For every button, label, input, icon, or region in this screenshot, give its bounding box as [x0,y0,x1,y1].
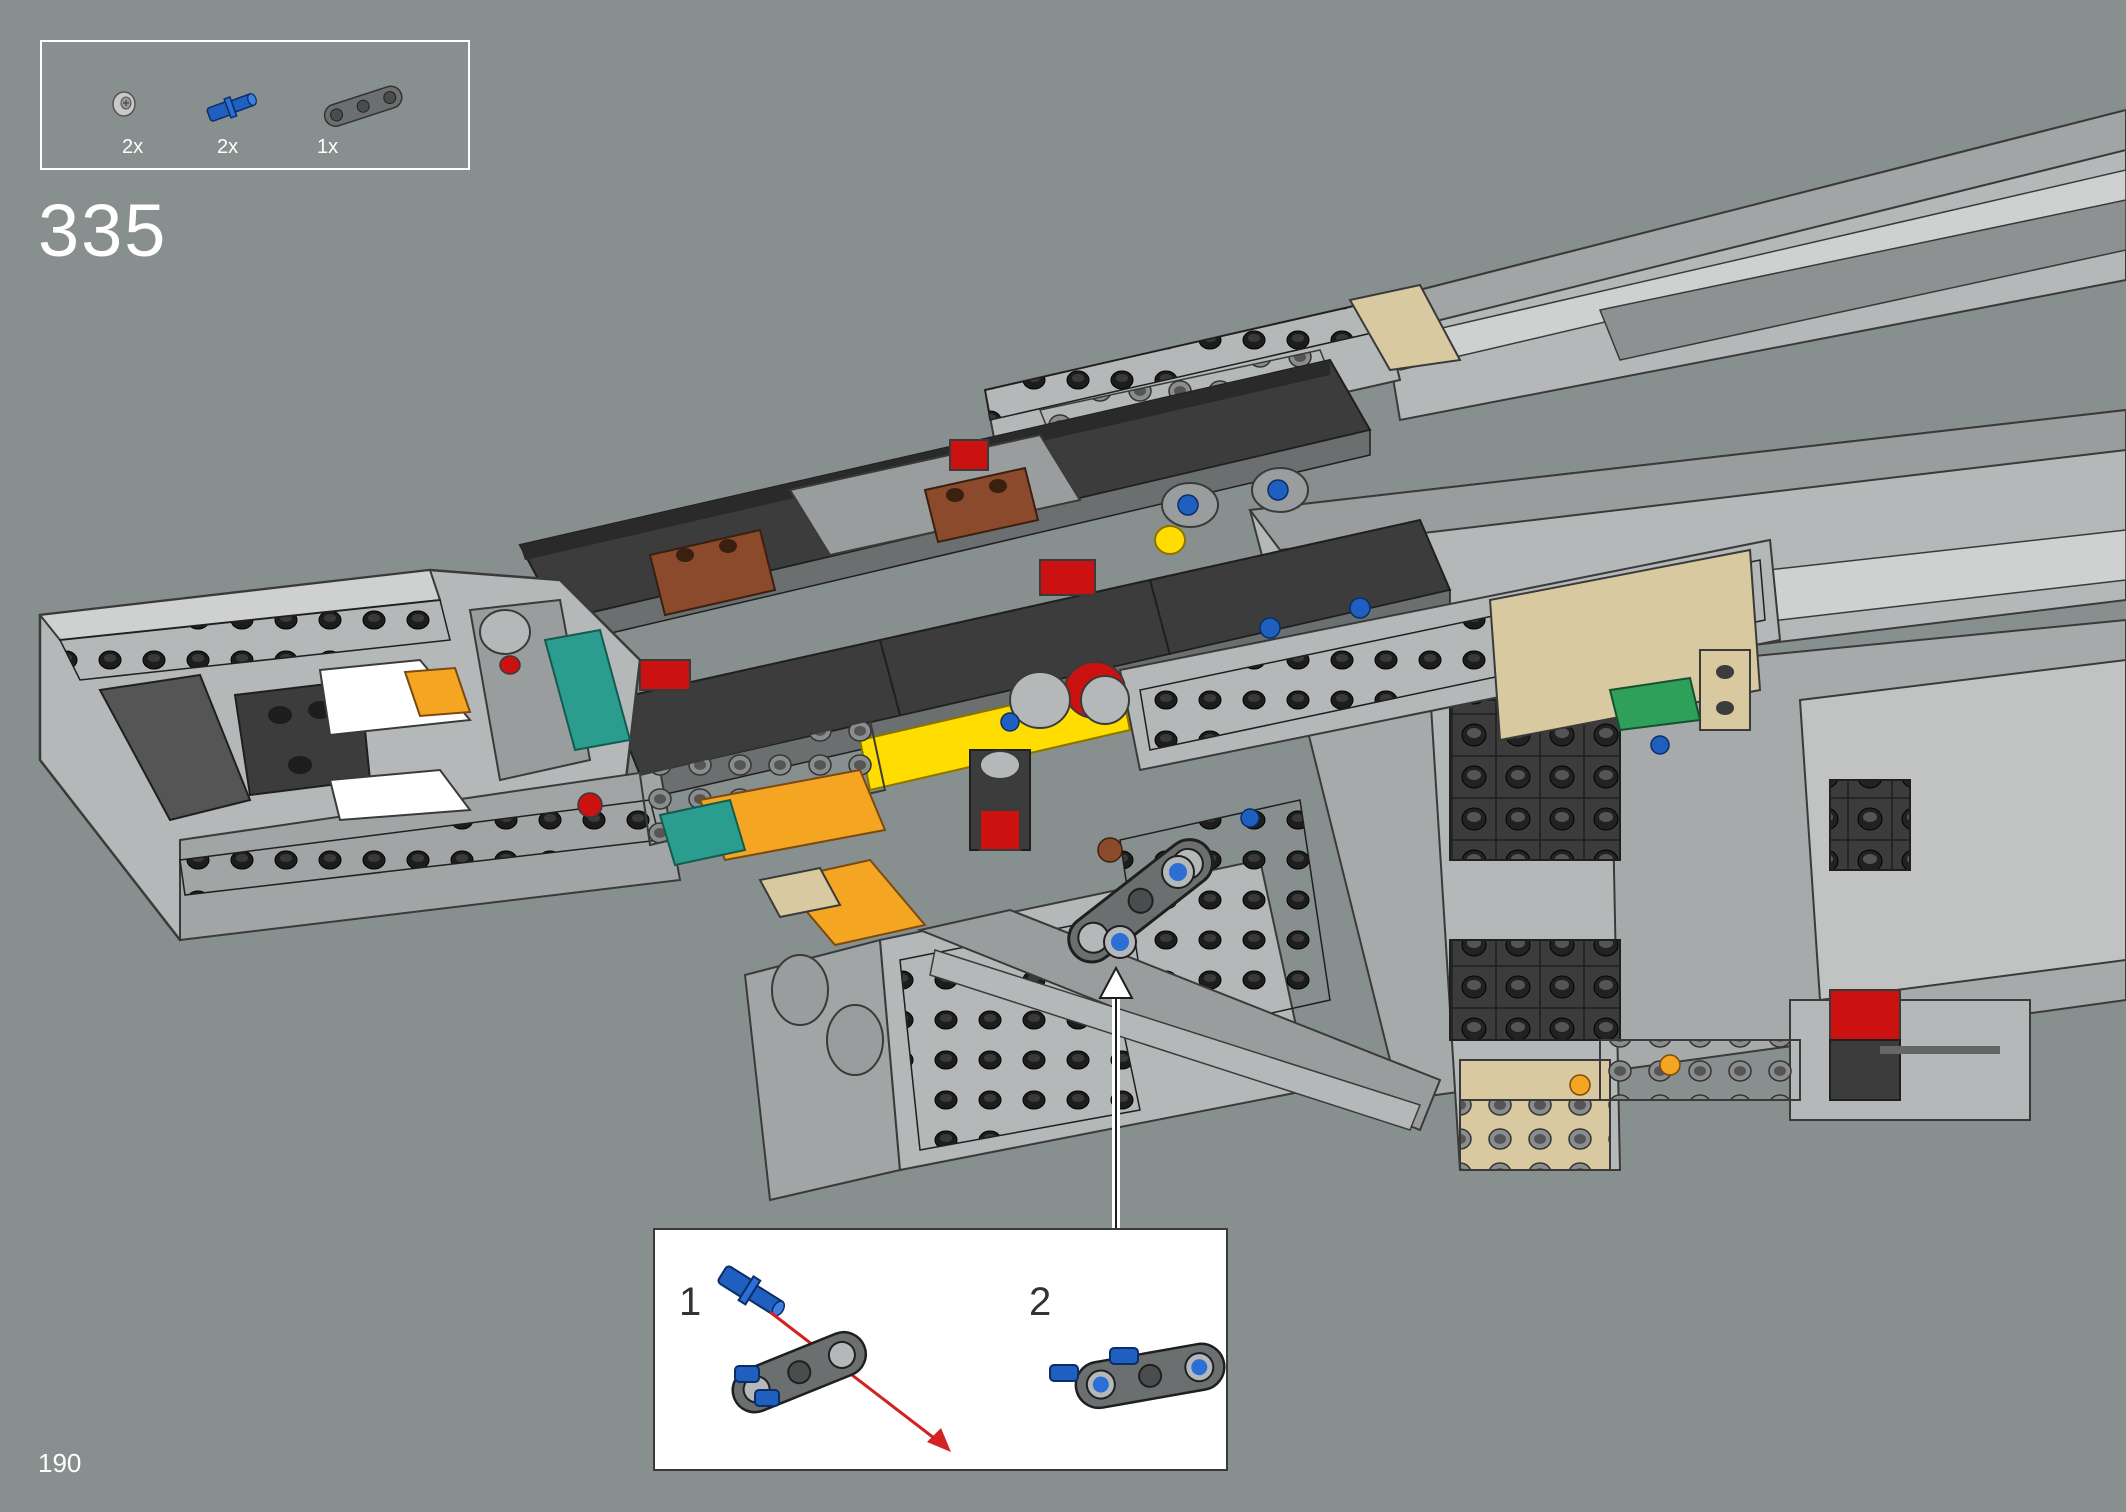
callout-pointer [1098,965,1134,1228]
new-beam-assembly [1067,838,1214,964]
diagonal-grey-beam [916,908,1442,1132]
parts-item-qty: 1x [317,136,339,158]
beam-icon [1074,1342,1226,1410]
top-tile-beam [518,358,1372,646]
parts-item-qty: 2x [217,136,239,158]
central-column [1428,668,1911,1171]
arrow-head-icon [927,1428,951,1452]
beam-icon [323,85,403,127]
axle-pin-icon [734,1365,780,1407]
parts-item-bush: 2x [102,80,192,160]
parts-item-qty: 2x [122,136,144,158]
upper-right-rail [1378,108,2126,422]
parts-list-box: 2x 2x 1x [40,40,470,170]
left-wing-tip [38,568,682,942]
central-mechanism [577,439,1702,1096]
parts-item-axle-pin: 2x [197,80,287,160]
axle-pin-icon [206,92,257,122]
bush-icon [112,91,136,117]
axle-pin-icon [1049,1347,1139,1382]
sub-step-number: 1 [679,1280,702,1324]
middle-studded-beam [1118,538,1782,772]
sub-assembly-diagram [717,1265,1226,1452]
sub-step-number: 2 [1029,1280,1052,1324]
axle-pin-icon [717,1265,786,1317]
parts-item-beam: 1x [317,80,407,160]
page-number: 190 [38,1448,82,1478]
arrow-icon [769,1310,948,1450]
sub-assembly-callout: 1 2 [653,1228,1228,1471]
step-number: 335 [38,189,168,272]
